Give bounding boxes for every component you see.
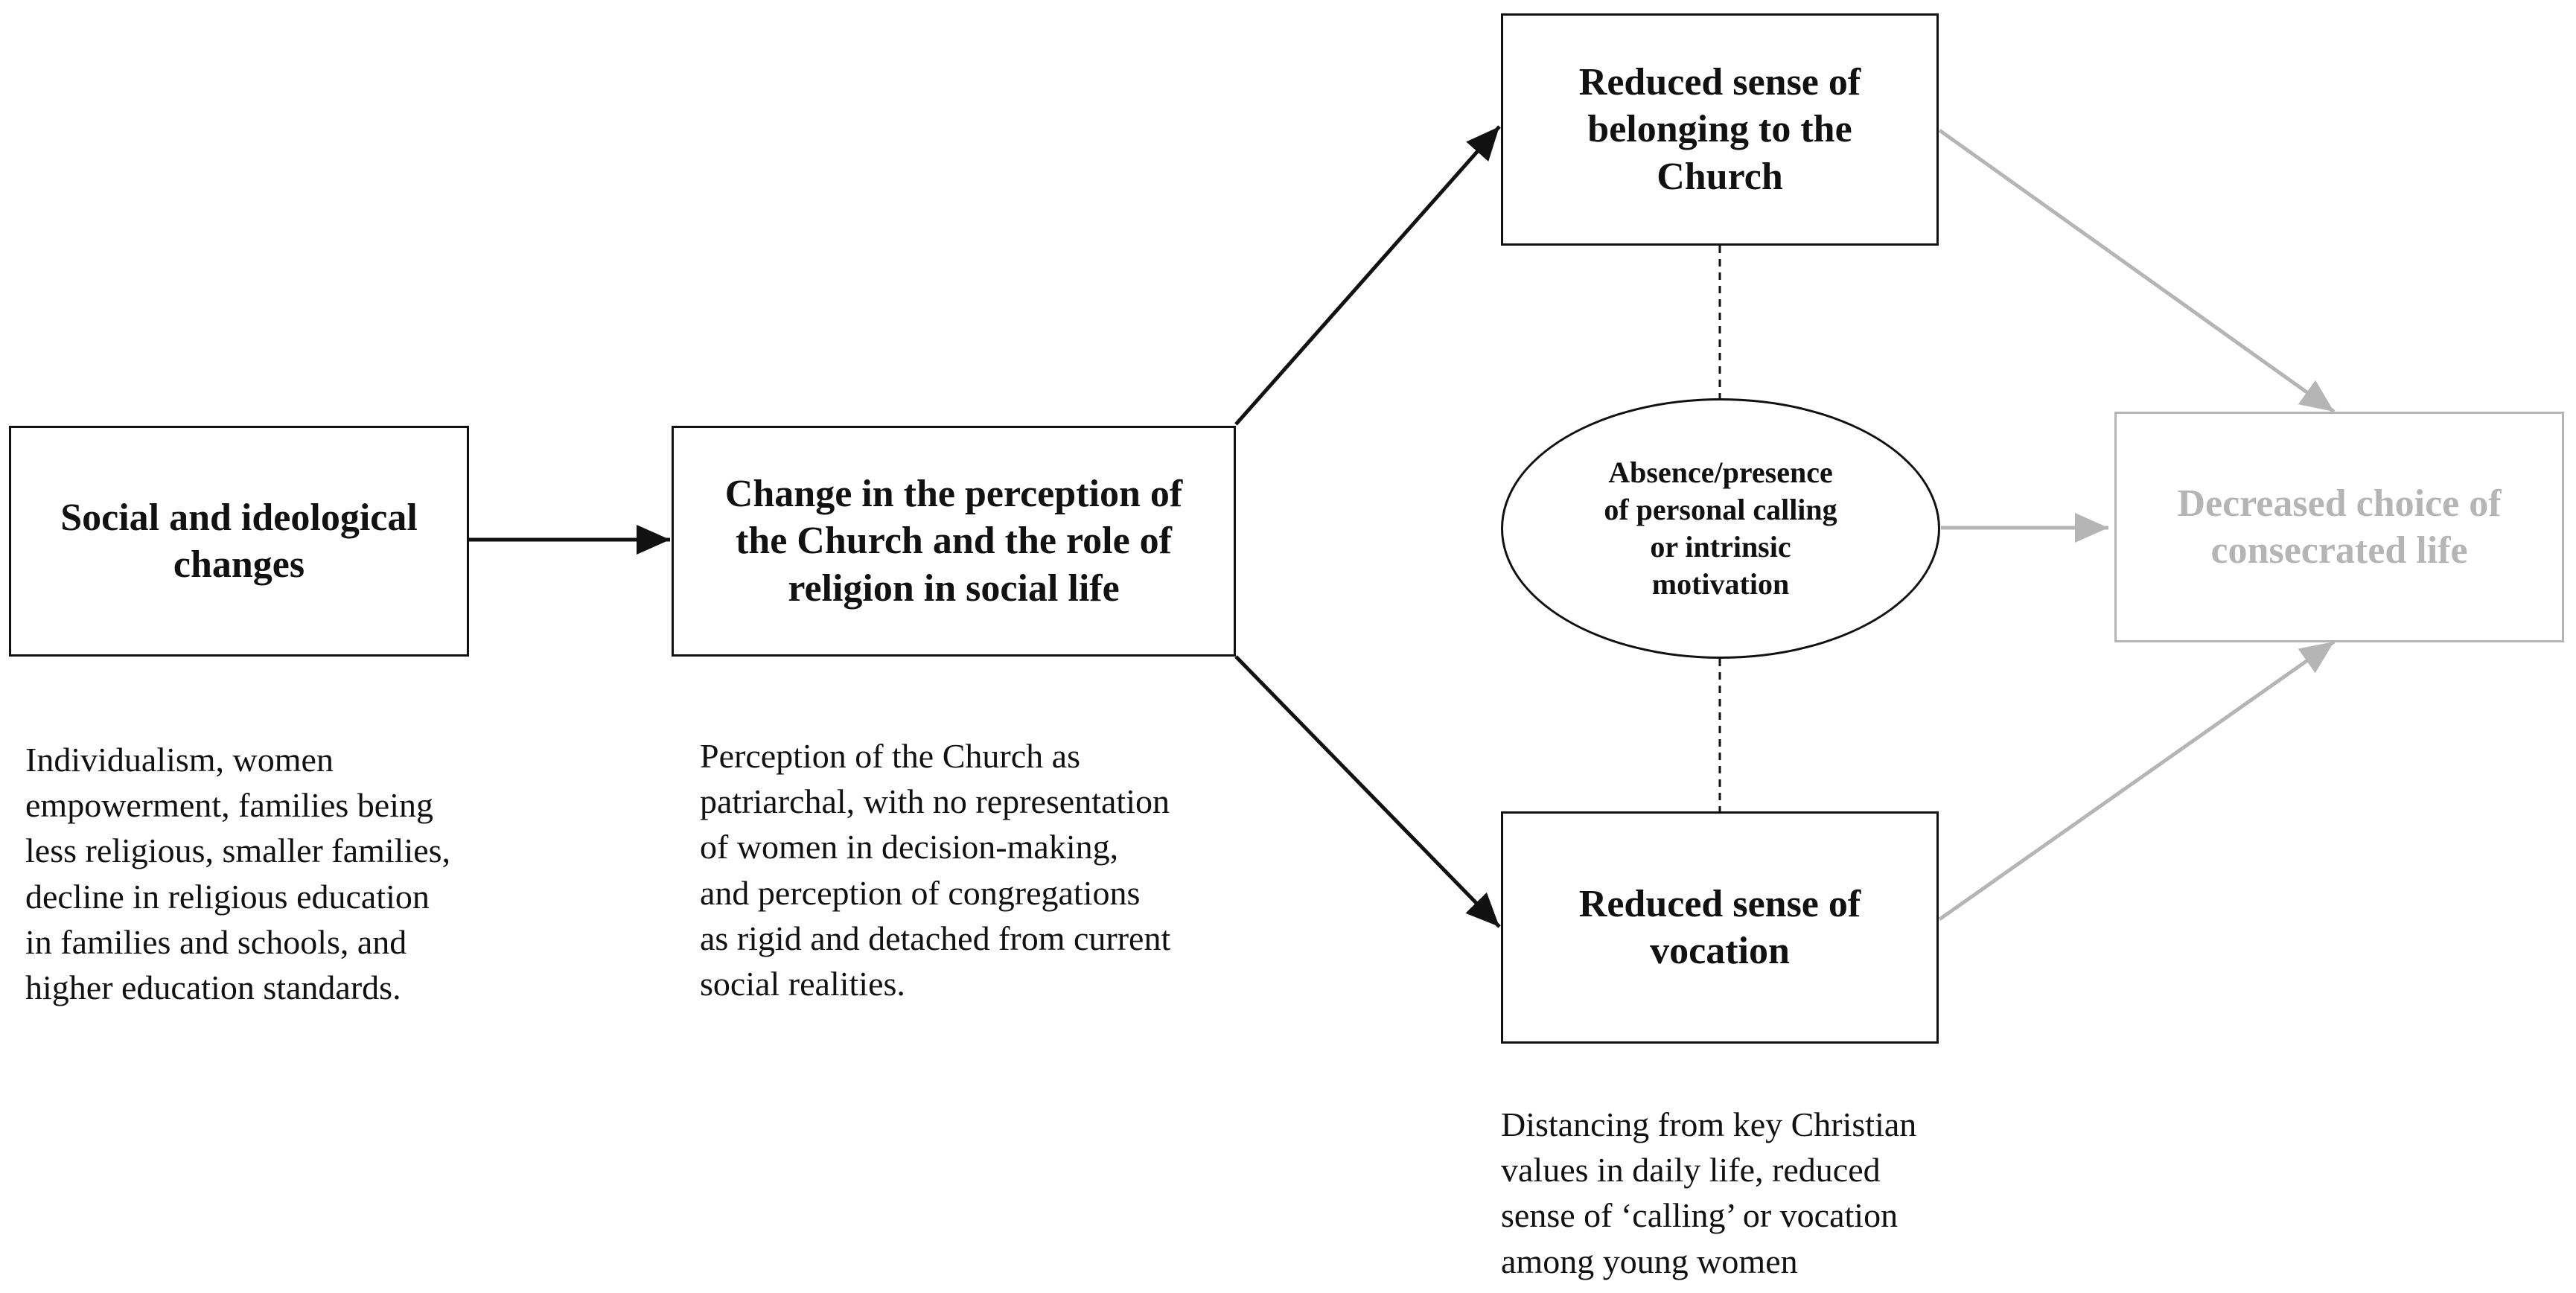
node-social-changes: Social and ideological changes (9, 426, 469, 657)
node-calling-label: Absence/presence of personal calling or … (1604, 456, 1837, 601)
node-calling-ellipse: Absence/presence of personal calling or … (1501, 398, 1940, 659)
node-church-perception: Change in the perception of the Church a… (672, 426, 1236, 657)
node-vocation: Reduced sense of vocation (1501, 811, 1939, 1044)
note-church-perception: Perception of the Church as patriarchal,… (700, 737, 1171, 1003)
node-social-changes-label: Social and ideological changes (60, 496, 418, 586)
node-outcome-label: Decreased choice of consecrated life (2177, 482, 2502, 572)
arrow-church-to-belonging (1234, 125, 1501, 426)
note-social-changes: Individualism, women empowerment, famili… (25, 741, 451, 1006)
note-vocation: Distancing from key Christian values in … (1501, 1105, 1917, 1280)
node-vocation-label: Reduced sense of vocation (1578, 882, 1861, 972)
arrow-vocation-to-outcome (1938, 639, 2336, 922)
arrow-church-to-vocation (1234, 655, 1501, 928)
arrow-belonging-to-outcome (1938, 128, 2336, 414)
node-belonging-label: Reduced sense of belonging to the Church (1578, 60, 1861, 198)
node-outcome: Decreased choice of consecrated life (2114, 412, 2564, 642)
node-church-perception-label: Change in the perception of the Church a… (724, 472, 1183, 610)
node-belonging: Reduced sense of belonging to the Church (1501, 13, 1939, 246)
